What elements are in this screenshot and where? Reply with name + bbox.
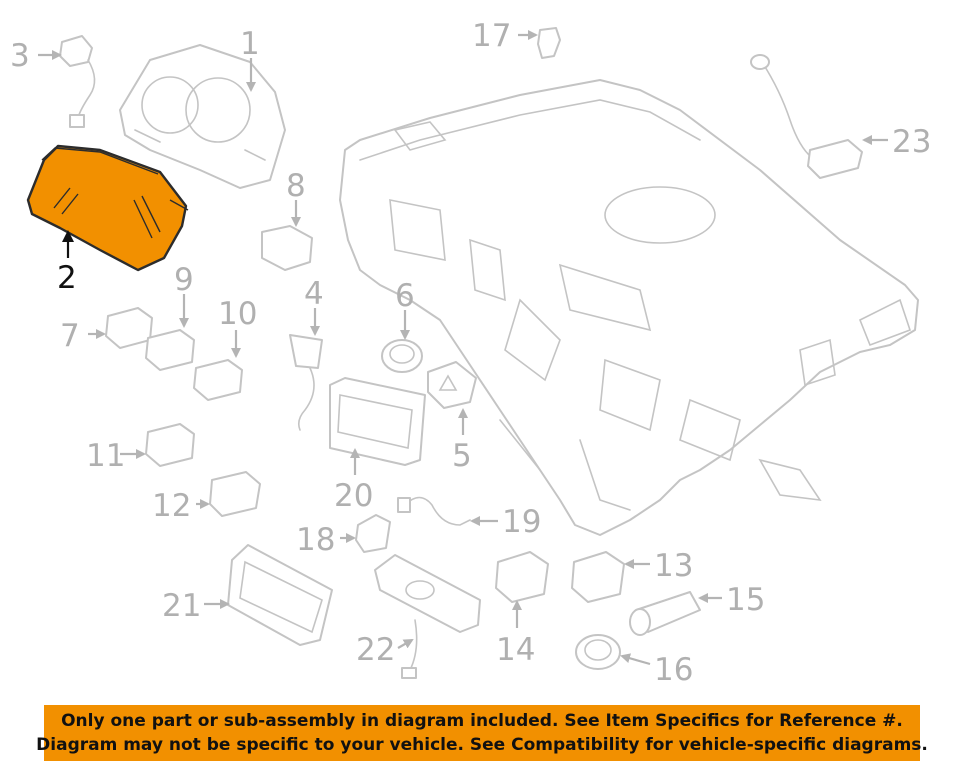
part-6-drawing bbox=[381, 339, 423, 373]
part-14-drawing bbox=[495, 551, 549, 603]
callout-15: 15 bbox=[726, 582, 765, 618]
disclaimer-line-2: Diagram may not be specific to your vehi… bbox=[36, 735, 928, 755]
part-11-drawing bbox=[145, 423, 195, 467]
callout-2: 2 bbox=[57, 260, 77, 296]
callout-16: 16 bbox=[654, 652, 693, 688]
part-15-drawing bbox=[629, 591, 701, 636]
callout-8: 8 bbox=[286, 168, 306, 204]
part-17-drawing bbox=[537, 27, 561, 59]
highlight-fill-shape bbox=[26, 144, 188, 272]
part-23-drawing bbox=[750, 54, 863, 179]
part-7-drawing bbox=[105, 307, 153, 349]
callout-4: 4 bbox=[304, 276, 324, 312]
callout-13: 13 bbox=[654, 548, 693, 584]
callout-11: 11 bbox=[86, 438, 125, 474]
callout-20: 20 bbox=[334, 478, 373, 514]
part-10-drawing bbox=[193, 359, 243, 401]
callout-10: 10 bbox=[218, 296, 257, 332]
callout-5: 5 bbox=[452, 438, 472, 474]
callout-17: 17 bbox=[472, 18, 511, 54]
part-3-drawing bbox=[59, 35, 96, 128]
callout-18: 18 bbox=[296, 522, 335, 558]
callout-1: 1 bbox=[240, 26, 260, 62]
disclaimer-line-1: Only one part or sub-assembly in diagram… bbox=[61, 711, 903, 731]
instrument-panel-drawing bbox=[339, 79, 919, 536]
cluster-housing-drawing bbox=[119, 44, 286, 189]
part-9-drawing bbox=[145, 329, 195, 371]
callout-14: 14 bbox=[496, 632, 535, 668]
part-22-drawing bbox=[374, 554, 481, 679]
part-19-drawing bbox=[397, 496, 471, 526]
part-20-drawing bbox=[329, 377, 426, 466]
part-12-drawing bbox=[209, 471, 261, 517]
part-16-drawing bbox=[575, 634, 621, 670]
disclaimer-banner: Only one part or sub-assembly in diagram… bbox=[36, 705, 928, 761]
part-13-drawing bbox=[571, 551, 625, 603]
callout-6: 6 bbox=[395, 278, 415, 314]
part-5-drawing bbox=[427, 361, 477, 409]
callout-22: 22 bbox=[356, 632, 395, 668]
callout-19: 19 bbox=[502, 504, 541, 540]
callout-3: 3 bbox=[10, 38, 30, 74]
callout-21: 21 bbox=[162, 588, 201, 624]
part-8-drawing bbox=[261, 225, 313, 271]
callout-23: 23 bbox=[892, 124, 931, 160]
callout-9: 9 bbox=[174, 262, 194, 298]
callout-12: 12 bbox=[152, 488, 191, 524]
parts-diagram: 3 1 17 23 8 2 9 10 7 4 6 5 20 11 12 18 1… bbox=[10, 18, 931, 688]
part-4-drawing bbox=[289, 334, 323, 431]
leader-lines bbox=[38, 30, 888, 666]
cluster-lens-highlighted bbox=[26, 144, 189, 272]
part-18-drawing bbox=[355, 514, 391, 553]
part-21-drawing bbox=[227, 544, 333, 646]
callout-labels: 3 1 17 23 8 2 9 10 7 4 6 5 20 11 12 18 1… bbox=[10, 18, 931, 688]
callout-7: 7 bbox=[60, 318, 80, 354]
